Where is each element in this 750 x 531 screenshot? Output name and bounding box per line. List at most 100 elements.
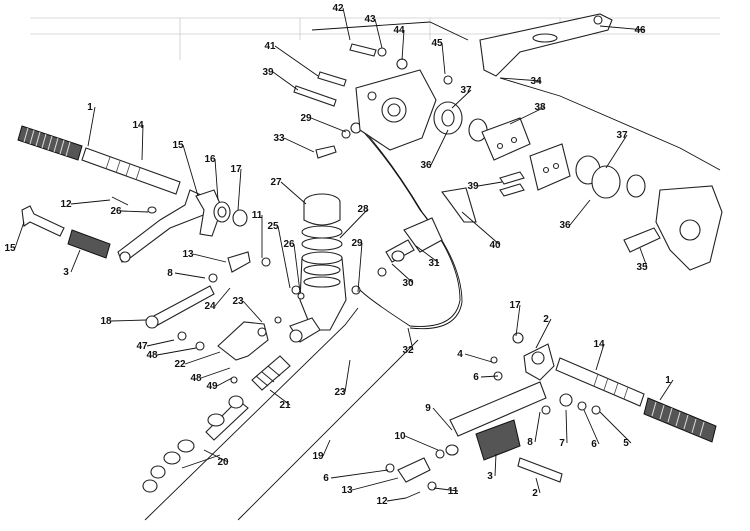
part-callout-label: 42 — [332, 3, 344, 14]
leader-line — [583, 409, 600, 445]
leader-line — [595, 343, 605, 371]
leader-line — [274, 45, 319, 77]
leader-line — [146, 339, 175, 347]
leader-line — [494, 453, 497, 477]
part-callout-label: 11 — [448, 486, 459, 497]
part-callout-label: 39 — [467, 181, 479, 192]
part-callout-label: 31 — [428, 258, 440, 269]
part-callout-label: 8 — [167, 268, 173, 279]
leader-line — [477, 181, 503, 187]
leader-line — [277, 225, 291, 289]
brake-pads — [481, 117, 571, 197]
leader-line — [599, 411, 632, 444]
rear-master-cylinder — [289, 193, 361, 343]
leader-line — [214, 287, 231, 307]
part-callout-label: 45 — [431, 38, 443, 49]
part-callout-label: 1 — [665, 375, 671, 386]
leader-line — [351, 477, 399, 491]
part-callout-label: 2 — [532, 488, 538, 499]
part-callout-label: 3 — [487, 471, 493, 482]
leader-line — [451, 89, 472, 109]
part-callout-label: 6 — [473, 372, 479, 383]
leader-line — [415, 245, 440, 264]
leader-line — [535, 318, 552, 349]
leader-line — [430, 129, 449, 166]
leader-line — [404, 435, 439, 451]
leader-line — [214, 158, 219, 201]
part-callout-label: 14 — [132, 120, 144, 131]
part-callout-label: 19 — [312, 451, 324, 462]
leader-line — [464, 353, 493, 363]
leader-line — [569, 199, 591, 226]
leader-line — [386, 497, 407, 502]
part-callout-label: 18 — [100, 316, 112, 327]
caliper-bolts — [293, 43, 453, 159]
assembly-bracket-lines — [144, 21, 721, 521]
leader-line — [283, 137, 315, 153]
leader-line — [330, 469, 389, 479]
leader-line — [433, 487, 459, 492]
brake-hose — [341, 122, 463, 330]
part-callout-label: 11 — [252, 210, 263, 221]
leader-line — [441, 42, 446, 75]
leader-line — [184, 351, 221, 365]
right-footpeg-rubber — [643, 397, 717, 443]
brake-lever-plate — [217, 316, 282, 361]
part-callout-label: 3 — [63, 267, 69, 278]
leader-line — [182, 144, 199, 197]
leader-line — [242, 300, 263, 323]
leader-line — [639, 247, 648, 268]
left-peg-bolt-and-rubber — [21, 205, 111, 259]
part-callout-label: 39 — [262, 67, 274, 78]
leader-line — [432, 407, 453, 431]
part-callout-label: 20 — [217, 457, 229, 468]
caliper-pistons-left — [433, 101, 488, 142]
leader-line — [509, 106, 546, 125]
leader-line — [87, 106, 96, 147]
leader-line — [280, 181, 307, 205]
leader-line — [461, 211, 501, 246]
part-callout-label: 41 — [264, 41, 276, 52]
leader-line — [200, 367, 231, 379]
leader-line — [174, 272, 206, 279]
part-callout-label: 23 — [334, 387, 346, 398]
leader-line — [534, 411, 541, 443]
part-callout-label: 7 — [559, 438, 565, 449]
part-callout-label: 1 — [87, 102, 93, 113]
part-callout-label: 32 — [402, 345, 414, 356]
left-footpeg-rubber — [17, 125, 83, 161]
leader-line — [339, 208, 369, 239]
part-callout-label: 27 — [270, 177, 282, 188]
caliper-carrier — [355, 69, 437, 151]
part-callout-label: 17 — [230, 164, 242, 175]
caliper-mount-plate — [479, 13, 613, 77]
master-cylinder-spring-piston — [142, 355, 291, 493]
part-callout-label: 26 — [283, 239, 295, 250]
part-callout-label: 38 — [534, 102, 546, 113]
part-callout-label: 49 — [206, 381, 218, 392]
part-callout-label: 15 — [4, 243, 16, 254]
part-callout-label: 44 — [393, 25, 405, 36]
part-callout-label: 2 — [543, 314, 549, 325]
leader-line — [141, 124, 144, 161]
leader-line — [401, 29, 405, 61]
part-callout-label: 12 — [376, 496, 388, 507]
leader-line — [216, 377, 233, 387]
part-callout-label: 25 — [267, 221, 279, 232]
part-callout-label: 37 — [616, 130, 628, 141]
part-callout-label: 6 — [591, 439, 597, 450]
part-callout-label: 12 — [60, 199, 72, 210]
leader-line — [293, 243, 301, 293]
leader-line — [70, 199, 111, 205]
part-callout-label: 46 — [634, 25, 646, 36]
part-callout-label: 8 — [527, 437, 533, 448]
leader-line — [374, 18, 383, 49]
leader-line — [322, 439, 331, 457]
leader-line — [342, 7, 351, 41]
part-callout-label: 33 — [273, 133, 285, 144]
leader-line — [269, 389, 291, 406]
leader-line — [499, 77, 542, 82]
part-callout-label: 43 — [364, 14, 376, 25]
leader-line — [535, 477, 541, 494]
